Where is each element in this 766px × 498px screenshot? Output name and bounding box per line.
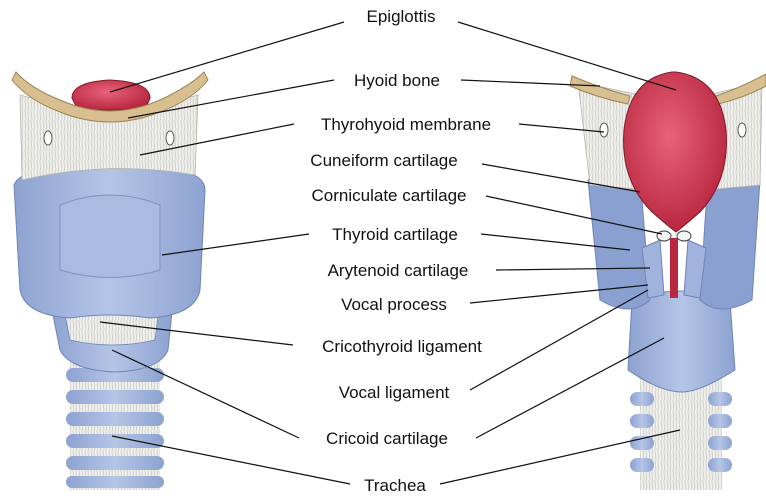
label-thyroid-cartilage: Thyroid cartilage xyxy=(332,225,458,244)
label-trachea: Trachea xyxy=(364,476,426,495)
label-thyrohyoid-membrane: Thyrohyoid membrane xyxy=(321,115,491,134)
label-cricoid-cartilage: Cricoid cartilage xyxy=(326,429,448,448)
posterior-view xyxy=(570,72,766,490)
vocal-ligament-right xyxy=(670,238,678,298)
label-vocal-ligament: Vocal ligament xyxy=(339,383,450,402)
corniculate-cartilage-right xyxy=(657,231,671,241)
label-cuneiform-cartilage: Cuneiform cartilage xyxy=(310,151,457,170)
anterior-view xyxy=(12,72,208,490)
thyroid-lamina-left xyxy=(60,195,160,278)
trachea-left xyxy=(66,360,164,490)
label-arytenoid-cartilage: Arytenoid cartilage xyxy=(328,261,469,280)
label-cricothyroid-ligament: Cricothyroid ligament xyxy=(322,337,482,356)
label-epiglottis: Epiglottis xyxy=(367,7,436,26)
label-hyoid-bone: Hyoid bone xyxy=(354,71,440,90)
label-vocal-process: Vocal process xyxy=(341,295,447,314)
epiglottis-left xyxy=(72,80,150,110)
label-corniculate-cartilage: Corniculate cartilage xyxy=(312,186,467,205)
